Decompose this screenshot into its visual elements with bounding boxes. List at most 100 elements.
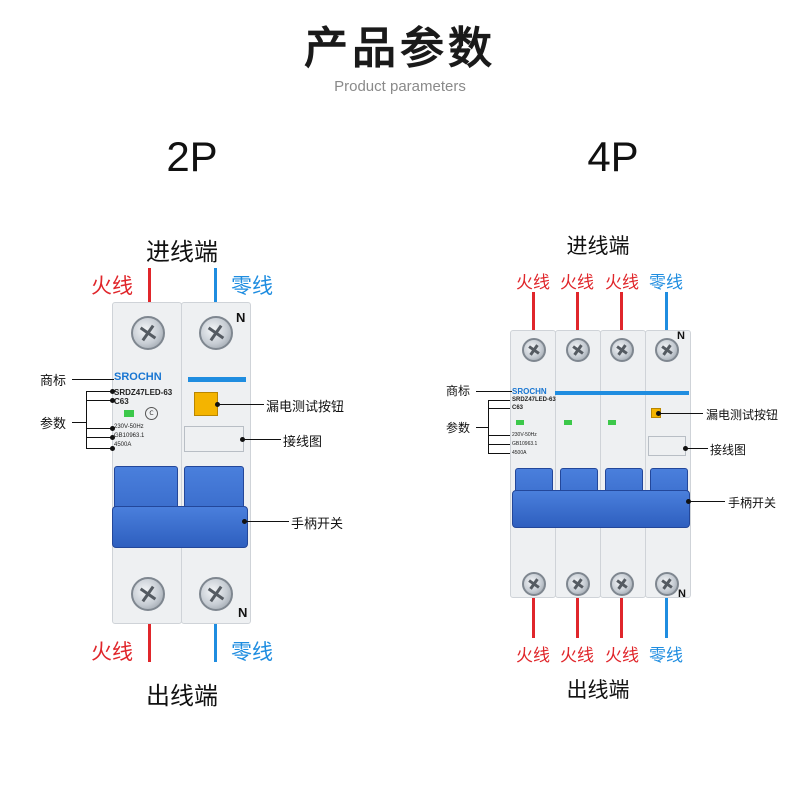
page-subtitle: Product parameters: [334, 78, 466, 95]
callout-line: [245, 521, 289, 522]
screw-terminal-icon: [655, 572, 679, 596]
callout-line: [218, 404, 264, 405]
screw-terminal-icon: [655, 338, 679, 362]
callout-brand: 商标: [446, 384, 471, 398]
callout-line: [659, 413, 703, 414]
left-outlet-label: 出线端: [146, 682, 218, 710]
right-bottom-neutral-label: 零线: [649, 646, 683, 666]
callout-line: [476, 427, 488, 428]
callout-diagram: 接线图: [283, 435, 323, 450]
right-pole-1: [510, 330, 556, 598]
left-top-live-label: 火线: [91, 274, 133, 298]
right-bottom-neutral-wire: [665, 598, 668, 638]
left-pole-2: [181, 302, 251, 624]
callout-line: [72, 379, 114, 380]
callout-handle: 手柄开关: [728, 496, 777, 510]
callout-line: [86, 437, 112, 438]
callout-dot: [110, 446, 115, 451]
screw-terminal-icon: [131, 316, 165, 350]
callout-line: [86, 400, 112, 401]
callout-dot: [240, 437, 245, 442]
callout-line: [243, 439, 281, 440]
callout-dot: [242, 519, 247, 524]
callout-params: 参数: [40, 417, 67, 432]
left-top-neutral-wire: [214, 268, 217, 306]
right-top-live-wire-1: [532, 292, 535, 332]
right-pole-4: [645, 330, 691, 598]
callout-line: [86, 391, 112, 392]
neutral-mark: N: [236, 310, 246, 325]
handle-switch[interactable]: [512, 490, 690, 528]
callout-diagram: 接线图: [710, 443, 747, 457]
status-indicator: [608, 420, 616, 425]
right-top-live-label-1: 火线: [516, 273, 550, 293]
right-inlet-label: 进线端: [566, 234, 630, 258]
right-bottom-live-wire-3: [620, 598, 623, 638]
screw-terminal-icon: [199, 316, 233, 350]
handle-switch[interactable]: [112, 506, 248, 548]
wiring-diagram-icon: [648, 436, 686, 456]
callout-line: [488, 408, 510, 409]
neutral-mark: N: [238, 605, 248, 620]
callout-test-button: 漏电测试按钮: [266, 400, 345, 415]
callout-dot: [110, 435, 115, 440]
right-top-neutral-label: 零线: [649, 273, 683, 293]
callout-dot: [656, 411, 661, 416]
param-standard: GB10963.1: [512, 441, 538, 447]
left-top-live-wire: [148, 268, 151, 306]
left-top-neutral-label: 零线: [231, 274, 273, 298]
callout-brand: 商标: [40, 374, 67, 389]
left-bottom-live-wire: [148, 624, 151, 662]
type-label-4p: 4P: [587, 133, 639, 180]
model-number: SRDZ47LED-63: [512, 397, 556, 403]
right-bottom-live-wire-1: [532, 598, 535, 638]
leakage-test-button[interactable]: [194, 392, 218, 416]
left-pole-1: [112, 302, 182, 624]
right-pole-3: [600, 330, 646, 598]
neutral-mark: N: [678, 588, 686, 600]
brand-logo: SROCHN: [114, 371, 162, 383]
callout-handle: 手柄开关: [291, 517, 344, 532]
right-bottom-live-label-1: 火线: [516, 646, 550, 666]
right-top-live-wire-2: [576, 292, 579, 332]
label-stripe: [555, 391, 689, 395]
screw-terminal-icon: [522, 338, 546, 362]
callout-line: [488, 400, 510, 401]
callout-line: [476, 391, 512, 392]
left-bottom-neutral-label: 零线: [231, 640, 273, 664]
callout-dot: [215, 402, 220, 407]
right-bottom-live-wire-2: [576, 598, 579, 638]
callout-dot: [110, 426, 115, 431]
right-top-live-wire-3: [620, 292, 623, 332]
ccc-mark-icon: C: [145, 407, 158, 420]
model-number: SRDZ47LED-63: [114, 388, 173, 397]
right-bottom-live-label-2: 火线: [560, 646, 594, 666]
callout-line: [488, 444, 510, 445]
callout-line: [488, 453, 510, 454]
right-top-live-label-3: 火线: [605, 273, 639, 293]
status-indicator: [516, 420, 524, 425]
wiring-diagram-icon: [184, 426, 244, 452]
page-title: 产品参数: [304, 23, 496, 74]
callout-bracket: [86, 391, 87, 449]
callout-test-button: 漏电测试按钮: [706, 408, 779, 422]
screw-terminal-icon: [199, 577, 233, 611]
screw-terminal-icon: [131, 577, 165, 611]
status-indicator: [124, 410, 134, 417]
callout-dot: [683, 446, 688, 451]
right-outlet-label: 出线端: [566, 678, 630, 702]
left-inlet-label: 进线端: [146, 238, 218, 266]
right-top-neutral-wire: [665, 292, 668, 332]
screw-terminal-icon: [610, 572, 634, 596]
type-label-2p: 2P: [166, 133, 218, 180]
callout-dot: [110, 398, 115, 403]
neutral-mark: N: [677, 330, 685, 342]
param-voltage: 230V-50Hz: [512, 432, 537, 438]
param-breaking: 4500A: [114, 442, 132, 448]
callout-params: 参数: [446, 421, 471, 435]
label-stripe: [188, 377, 246, 382]
callout-dot: [686, 499, 691, 504]
param-breaking: 4500A: [512, 450, 527, 456]
callout-line: [72, 422, 86, 423]
right-bottom-live-label-3: 火线: [605, 646, 639, 666]
